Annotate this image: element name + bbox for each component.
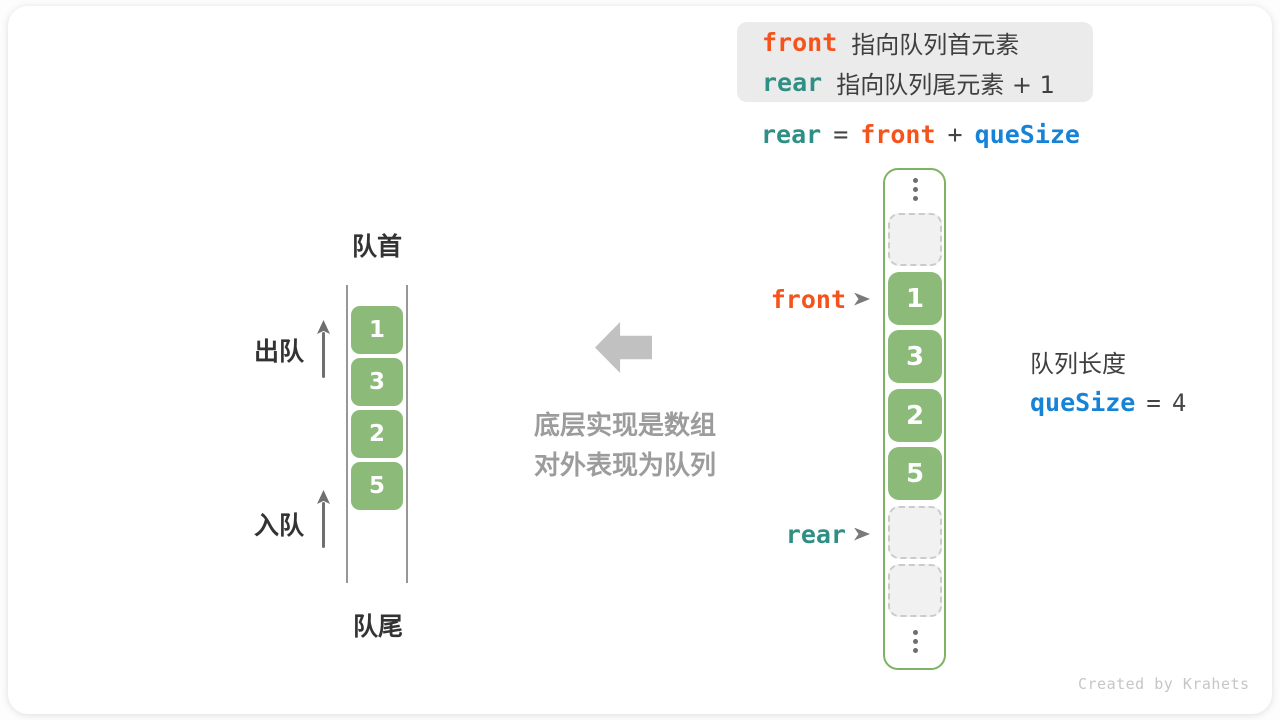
caption-line2: 对外表现为队列 [533,451,716,481]
quesize-variable: queSize [1030,388,1136,417]
diagram-card [8,6,1272,714]
array-cell: 2 [888,389,942,442]
equation-quesize: queSize [974,119,1080,149]
front-description: 指向队列首元素 [851,30,1020,59]
dequeue-arrow-line [322,332,325,378]
queue-tail-label: 队尾 [352,612,403,641]
queue-wall-left [346,285,348,583]
array-empty-cell [888,506,942,559]
ellipsis-bottom-icon [905,630,925,653]
array-cell: 3 [888,330,942,383]
dequeue-label: 出队 [253,337,304,366]
queue-cell: 1 [351,306,403,354]
enqueue-label: 入队 [253,511,304,540]
queue-head-label: 队首 [351,232,402,261]
pointer-equation: rear = front + queSize [761,118,1080,150]
front-pointer: front [768,284,870,314]
rear-pointer-label: rear [785,519,846,549]
queue-size-label: 队列长度 [1030,350,1126,378]
credit-text: Created by Krahets [1078,675,1250,693]
rear-legend-row: rear 指向队列尾元素 + 1 [762,65,1093,100]
equation-plus: + [947,119,963,149]
array-cell: 1 [888,272,942,325]
front-arrowhead-icon [854,292,870,306]
rear-arrowhead-icon [854,527,870,541]
caption-line1: 底层实现是数组 [533,411,716,441]
pointer-legend-box: front 指向队列首元素 rear 指向队列尾元素 + 1 [737,22,1093,102]
queue-cell: 5 [351,462,403,510]
array-empty-cell [888,564,942,617]
array-empty-cell [888,213,942,266]
quesize-value: 4 [1171,388,1187,417]
front-keyword: front [762,27,838,57]
equation-rear: rear [761,119,822,149]
quesize-equals: = [1146,388,1161,417]
queue-cell: 2 [351,410,403,458]
rear-keyword: rear [762,67,823,97]
rear-description: 指向队列尾元素 + 1 [836,70,1055,99]
queue-size-info: 队列长度 queSize = 4 [1030,344,1186,417]
queue-cell: 3 [351,358,403,406]
queue-wall-right [406,285,408,583]
array-cell: 5 [888,447,942,500]
front-legend-row: front 指向队列首元素 [762,25,1093,60]
ellipsis-top-icon [905,178,925,201]
equation-equals: = [833,119,849,149]
center-caption: 底层实现是数组 对外表现为队列 [505,406,745,486]
equation-front: front [860,119,936,149]
rear-pointer: rear [768,519,870,549]
front-pointer-label: front [770,284,846,314]
queue-size-equation: queSize = 4 [1030,388,1186,417]
enqueue-arrow-line [322,502,325,548]
